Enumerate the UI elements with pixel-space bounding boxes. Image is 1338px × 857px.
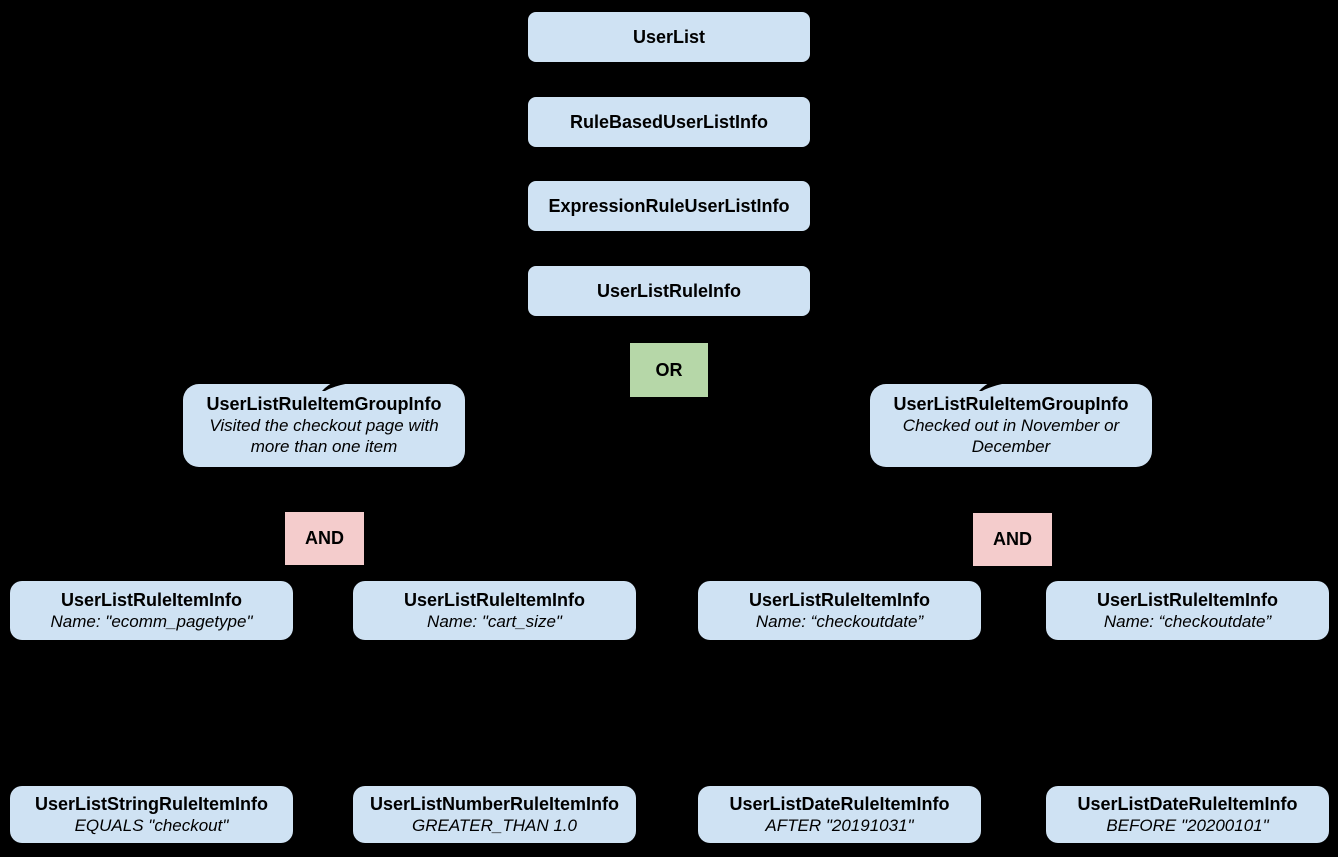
rule-item-node-ecomm-pagetype: UserListRuleItemInfo Name: "ecomm_pagety… bbox=[10, 581, 293, 640]
node-title: UserListRuleItemInfo bbox=[1096, 589, 1279, 610]
node-title: UserListRuleItemInfo bbox=[403, 589, 586, 610]
leaf-node-number-rule-item: UserListNumberRuleItemInfo GREATER_THAN … bbox=[353, 786, 636, 843]
rule-item-node-checkoutdate-1: UserListRuleItemInfo Name: “checkoutdate… bbox=[698, 581, 981, 640]
node-user-list: UserList bbox=[528, 12, 810, 62]
node-subtitle: Name: “checkoutdate” bbox=[1103, 611, 1272, 631]
node-title: UserListRuleItemInfo bbox=[748, 589, 931, 610]
node-title: UserListNumberRuleItemInfo bbox=[369, 793, 620, 814]
node-title: UserList bbox=[632, 26, 706, 47]
arrowhead-icon bbox=[979, 374, 1025, 391]
node-title: RuleBasedUserListInfo bbox=[569, 111, 769, 132]
node-title: UserListRuleItemInfo bbox=[60, 589, 243, 610]
and-label: AND bbox=[305, 528, 344, 548]
node-title: UserListStringRuleItemInfo bbox=[34, 793, 269, 814]
node-subtitle: Name: "cart_size" bbox=[427, 611, 562, 631]
node-subtitle: Name: “checkoutdate” bbox=[755, 611, 924, 631]
node-subtitle: AFTER "20191031" bbox=[765, 815, 914, 835]
rule-item-node-cart-size: UserListRuleItemInfo Name: "cart_size" bbox=[353, 581, 636, 640]
leaf-node-date-rule-item-after: UserListDateRuleItemInfo AFTER "20191031… bbox=[698, 786, 981, 843]
node-title: UserListRuleItemGroupInfo bbox=[206, 394, 442, 414]
and-label: AND bbox=[993, 529, 1032, 549]
leaf-node-string-rule-item: UserListStringRuleItemInfo EQUALS "check… bbox=[10, 786, 293, 843]
node-subtitle: BEFORE "20200101" bbox=[1106, 815, 1269, 835]
or-operator-node: OR bbox=[630, 343, 708, 397]
arrowhead-icon bbox=[322, 374, 368, 391]
node-user-list-rule-info: UserListRuleInfo bbox=[528, 266, 810, 316]
node-subtitle: Name: "ecomm_pagetype" bbox=[50, 611, 253, 631]
node-subtitle: EQUALS "checkout" bbox=[74, 815, 229, 835]
node-rule-based-user-list-info: RuleBasedUserListInfo bbox=[528, 97, 810, 147]
node-title: UserListRuleItemGroupInfo bbox=[893, 394, 1129, 414]
node-title: UserListRuleInfo bbox=[596, 280, 742, 301]
node-subtitle: Checked out in November or December bbox=[902, 416, 1120, 456]
node-expression-rule-user-list-info: ExpressionRuleUserListInfo bbox=[528, 181, 810, 231]
node-title: UserListDateRuleItemInfo bbox=[1077, 793, 1298, 814]
leaf-node-date-rule-item-before: UserListDateRuleItemInfo BEFORE "2020010… bbox=[1046, 786, 1329, 843]
group-node-right: UserListRuleItemGroupInfo Checked out in… bbox=[870, 384, 1152, 467]
and-operator-node-right: AND bbox=[973, 513, 1052, 566]
or-label: OR bbox=[655, 359, 683, 380]
node-title: UserListDateRuleItemInfo bbox=[729, 793, 950, 814]
node-subtitle: GREATER_THAN 1.0 bbox=[411, 815, 577, 835]
node-subtitle: Visited the checkout page with more than… bbox=[209, 416, 439, 456]
and-operator-node-left: AND bbox=[285, 512, 364, 565]
node-title: ExpressionRuleUserListInfo bbox=[548, 195, 790, 216]
rule-item-node-checkoutdate-2: UserListRuleItemInfo Name: “checkoutdate… bbox=[1046, 581, 1329, 640]
group-node-left: UserListRuleItemGroupInfo Visited the ch… bbox=[183, 384, 465, 467]
